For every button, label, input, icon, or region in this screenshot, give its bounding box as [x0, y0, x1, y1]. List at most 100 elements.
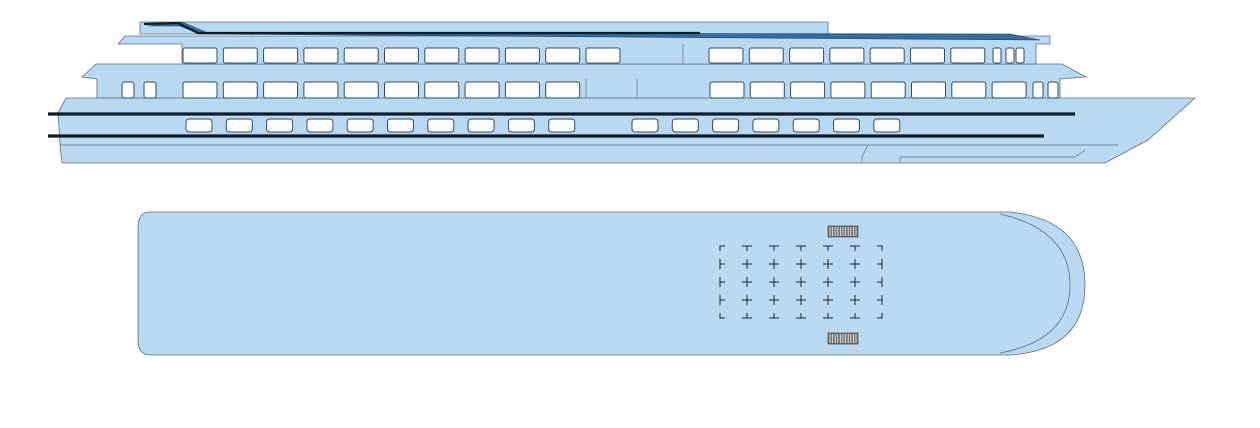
porthole [266, 118, 294, 133]
deck-marker [850, 259, 860, 269]
deck-marker [823, 313, 833, 319]
bridge-window [1005, 47, 1015, 64]
deck-marker [877, 259, 883, 269]
top-deck-inner-edge [999, 213, 1071, 354]
small-window [1047, 81, 1059, 99]
deck-marker [742, 295, 752, 305]
porthole [752, 118, 780, 133]
cabin-window [951, 81, 987, 99]
cabin-window [504, 47, 540, 64]
cabin-window [182, 81, 218, 99]
cabin-window [708, 47, 744, 64]
cabin-window [790, 81, 826, 99]
porthole [225, 118, 253, 133]
cabin-window [182, 47, 218, 64]
cabin-window [545, 47, 581, 64]
cabin-window [869, 47, 905, 64]
bridge-window [1015, 47, 1025, 64]
deck-marker [769, 277, 779, 287]
deck-marker [769, 259, 779, 269]
deck-marker [823, 295, 833, 305]
deck-marker [823, 277, 833, 287]
deck-marker [850, 295, 860, 305]
bridge-window [992, 47, 1002, 64]
vent-bottom [827, 332, 859, 345]
porthole [873, 118, 901, 133]
top-deck-outline [137, 211, 1086, 356]
deck-marker [877, 245, 883, 251]
cabin-window [911, 81, 946, 99]
cabin-window [384, 47, 419, 64]
deck-marker [769, 295, 779, 305]
deck-marker [742, 245, 752, 251]
cabin-window [830, 81, 866, 99]
porthole [306, 118, 334, 133]
cabin-window [343, 81, 379, 99]
cabin-window [749, 81, 785, 99]
cabin-window [585, 47, 621, 64]
ship-top-view [137, 211, 1086, 356]
porthole [792, 118, 820, 133]
cabin-window [303, 47, 339, 64]
porthole [671, 118, 699, 133]
cabin-window [504, 81, 540, 99]
deck-marker [769, 313, 779, 319]
deck-marker [719, 259, 725, 269]
deck-marker [719, 277, 725, 287]
porthole [631, 118, 659, 133]
deck-marker [877, 277, 883, 287]
cabin-window [424, 81, 460, 99]
deck-marker [719, 245, 725, 251]
roof-trim [143, 21, 700, 35]
deck-marker [719, 295, 725, 305]
cabin-window [748, 47, 784, 64]
cabin-window [464, 81, 500, 99]
porthole [346, 118, 374, 133]
porthole [387, 118, 414, 133]
small-window [121, 81, 135, 99]
cabin-window [424, 47, 460, 64]
hull-panel-line [60, 144, 1118, 163]
cabin-window [263, 47, 299, 64]
cabin-window [991, 81, 1027, 99]
deck-marker [796, 295, 806, 305]
deck-marker [796, 245, 806, 251]
deck-marker [742, 277, 752, 287]
cabin-window [910, 47, 945, 64]
deck-marker [850, 277, 860, 287]
cabin-window [303, 81, 339, 99]
deck-marker [796, 277, 806, 287]
cabin-window [222, 81, 258, 99]
roof-accent [147, 21, 1041, 41]
upper-deck-windows [182, 47, 1025, 64]
hull-portholes [185, 118, 901, 133]
porthole [712, 118, 740, 133]
deck-marker [742, 313, 752, 319]
porthole [185, 118, 213, 133]
sun-deck-marker-grid [719, 245, 883, 319]
deck-marker [719, 313, 725, 319]
cabin-window [789, 47, 825, 64]
second-deck-windows [121, 81, 1059, 99]
deck-marker [877, 295, 883, 305]
deck-marker [796, 313, 806, 319]
deck-marker [877, 313, 883, 319]
porthole [548, 118, 576, 133]
cabin-window [384, 81, 419, 99]
deck-marker [823, 245, 833, 251]
porthole [507, 118, 535, 133]
deck-marker [742, 259, 752, 269]
cabin-window [464, 47, 500, 64]
deck-marker [769, 245, 779, 251]
cabin-window [263, 81, 299, 99]
small-window [143, 81, 157, 99]
deck-marker [823, 259, 833, 269]
cabin-window [545, 81, 581, 99]
cabin-window [343, 47, 379, 64]
porthole [833, 118, 860, 133]
ship-side-view [48, 21, 1197, 164]
cabin-window [950, 47, 986, 64]
porthole [427, 118, 455, 133]
deck-marker [796, 259, 806, 269]
deck-marker [850, 245, 860, 251]
